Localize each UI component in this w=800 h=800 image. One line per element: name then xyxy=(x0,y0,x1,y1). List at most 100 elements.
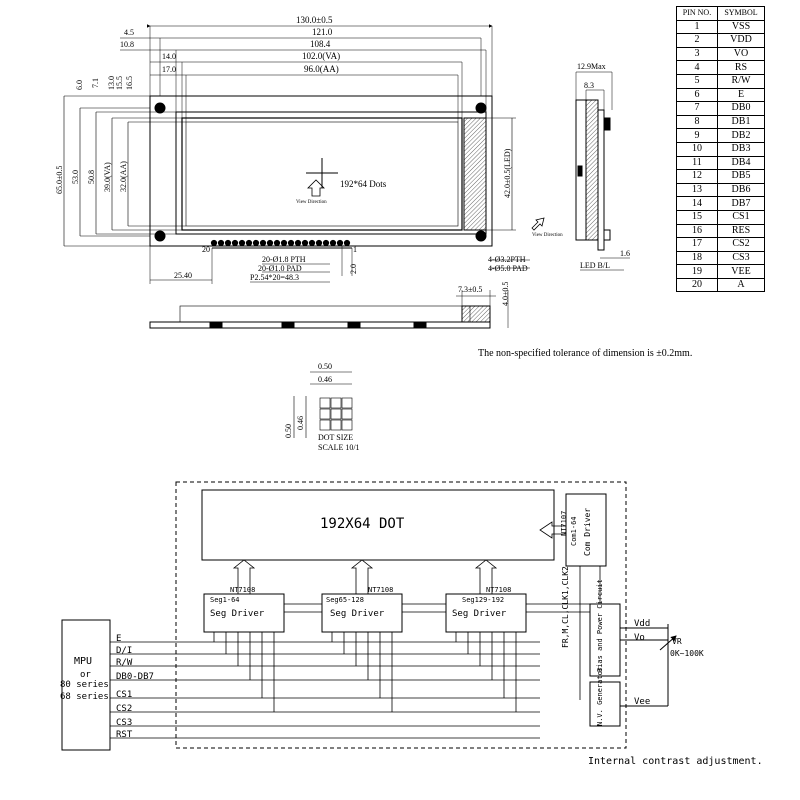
dim-overall-height: 65.0±0.5 xyxy=(55,166,64,194)
lcd-dot xyxy=(319,419,331,431)
header-pin xyxy=(301,239,309,247)
pin-symbol: CS1 xyxy=(717,209,765,225)
dot-height-1: 0.50 xyxy=(284,424,293,438)
dim-va-width: 102.0(VA) xyxy=(302,51,340,61)
mounting-hole-br xyxy=(475,230,487,242)
pin-symbol: DB3 xyxy=(717,141,765,157)
pitch-label: P2.54*20=48.3 xyxy=(250,273,299,282)
side-gap-label: 7.3±0.5 xyxy=(458,285,482,294)
block-diagram xyxy=(61,481,677,751)
signal-label: CS2 xyxy=(116,704,132,714)
signal-label: DB0-DB7 xyxy=(116,672,154,682)
pin-symbol: VSS xyxy=(717,19,765,35)
pin-symbol: DB6 xyxy=(717,182,765,198)
active-area xyxy=(185,121,459,227)
lcd-dot-label: 192X64 DOT xyxy=(320,516,405,532)
seg-driver-2 xyxy=(321,593,403,633)
pin-symbol: RS xyxy=(717,60,765,75)
hole-pth-label: 4-Ø3.2PTH xyxy=(488,255,526,264)
seg-chip-2: NT7108 xyxy=(368,586,393,594)
dot-height-2: 0.46 xyxy=(296,416,305,430)
header-pin xyxy=(315,239,323,247)
pin-symbol: A xyxy=(717,277,765,293)
mpu-block xyxy=(61,619,111,751)
header-pin xyxy=(231,239,239,247)
seg-driver-label-3: Seg Driver xyxy=(452,609,507,619)
bias-power-label: Bias and Power Circuit xyxy=(596,579,604,672)
pth-label: 20-Ø1.8 PTH xyxy=(262,255,306,264)
dim-7-1: 7.1 xyxy=(91,78,100,88)
edge-labels: 7.3±0.5 4.0±0.5 xyxy=(458,282,510,306)
pin-symbol: VEE xyxy=(717,264,765,279)
side-max-label: 12.9Max xyxy=(577,62,606,71)
pad-label: 20-Ø1.0 PAD xyxy=(258,264,302,273)
view-direction-label-2: View Direction xyxy=(532,233,563,238)
seg-range-3: Seg129-192 xyxy=(462,596,504,604)
dim-10-8: 10.8 xyxy=(120,40,134,49)
left-offset-label: 25.40 xyxy=(174,271,192,280)
header-pin xyxy=(336,239,344,247)
dim-hole-height: 53.0 xyxy=(71,170,80,184)
side-depth-label: 8.3 xyxy=(584,81,594,90)
seg-range-2: Seg65-128 xyxy=(326,596,364,604)
pin-symbol: DB5 xyxy=(717,169,765,184)
lcd-dot xyxy=(319,408,331,420)
pin-number: 6 xyxy=(676,87,718,103)
header-pin xyxy=(266,239,274,247)
dim-bezel-height: 50.8 xyxy=(87,170,96,184)
seg-driver-1 xyxy=(203,593,285,633)
mounting-hole-tl xyxy=(154,102,166,114)
nv-generator-label: N.V. Generator xyxy=(596,667,604,726)
mpu-80-label: 80 series xyxy=(60,680,109,690)
dim-4-5: 4.5 xyxy=(124,28,134,37)
front-view xyxy=(63,24,545,284)
module-outline xyxy=(149,95,493,247)
lcd-dot xyxy=(330,397,342,409)
mounting-hole-tr xyxy=(475,102,487,114)
vr-range-label: 0K~100K xyxy=(670,649,704,658)
pin-last-label: 1 xyxy=(353,245,357,254)
pin-number: 10 xyxy=(676,141,718,157)
led-bl-label: LED B/L xyxy=(580,261,610,270)
com-range-label: Com1-64 xyxy=(570,516,578,546)
pin-number: 19 xyxy=(676,264,718,279)
mpu-68-label: 68 series xyxy=(60,692,109,702)
edge-thickness-label: 4.0±0.5 xyxy=(501,282,510,306)
dot-width-2: 0.46 xyxy=(318,375,332,384)
pin-symbol: VDD xyxy=(717,33,765,48)
header-pin xyxy=(294,239,302,247)
pin-symbol: R/W xyxy=(717,73,765,89)
dim-overall-width: 130.0±0.5 xyxy=(296,15,333,25)
seg-chip-3: NT7108 xyxy=(486,586,511,594)
contrast-note: Internal contrast adjustment. xyxy=(588,756,763,767)
header-pin xyxy=(343,239,351,247)
header-pin xyxy=(259,239,267,247)
pin-number: 13 xyxy=(676,182,718,198)
pin-number: 11 xyxy=(676,155,718,171)
side-labels: 12.9Max 8.3 1.6 LED B/L xyxy=(577,62,630,270)
pin-symbol: DB1 xyxy=(717,114,765,130)
module-boundary xyxy=(175,481,627,749)
lcd-dot xyxy=(341,419,353,431)
pin-symbol: CS3 xyxy=(717,250,765,266)
dim-6-0: 6.0 xyxy=(75,80,84,90)
pin-number: 7 xyxy=(676,101,718,116)
signal-label: E xyxy=(116,634,121,644)
dim-va-height: 39.0(VA) xyxy=(103,162,112,192)
pin-number: 15 xyxy=(676,209,718,225)
lcd-panel-block xyxy=(201,489,555,561)
bottom-gap-label: 2.0 xyxy=(349,264,358,274)
dim-led-height: 42.0±0.5(LED) xyxy=(503,148,512,198)
pin-header xyxy=(210,239,351,247)
lcd-dot xyxy=(330,408,342,420)
dim-16-5: 16.5 xyxy=(125,76,134,90)
